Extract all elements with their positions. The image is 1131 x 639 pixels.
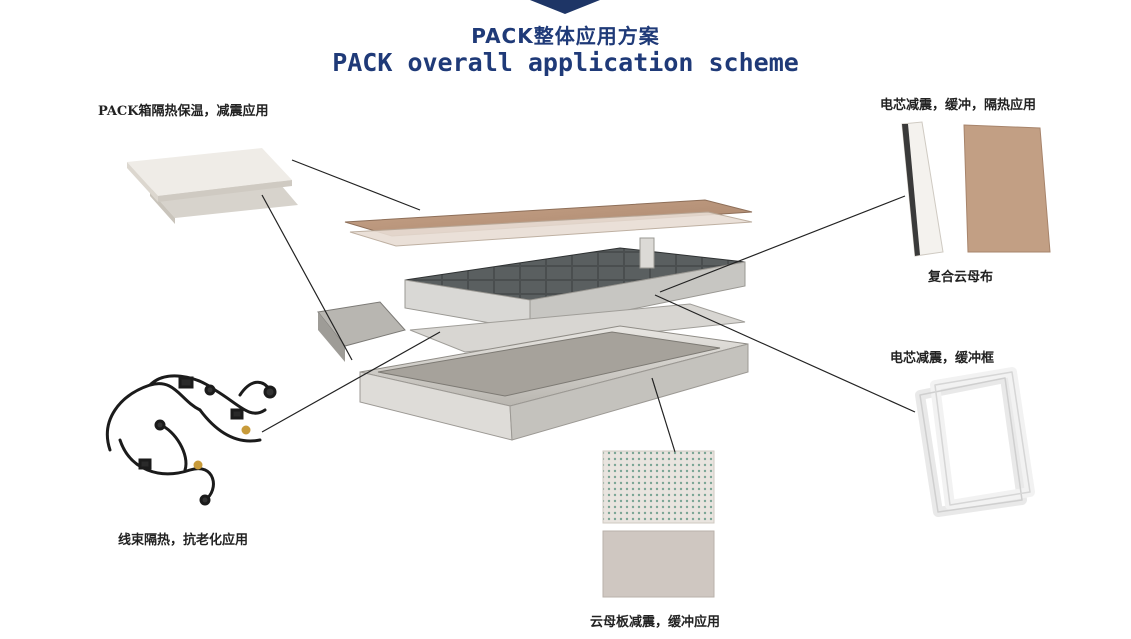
- mica-board-image: [602, 450, 715, 598]
- leader-line-mica-board: [651, 377, 676, 453]
- leader-line-board-to-pack: [261, 194, 353, 361]
- insulation-board-image: [127, 148, 298, 224]
- callout-composite-mica-cloth: 复合云母布: [928, 270, 994, 285]
- cell-frame-image: [915, 367, 1035, 517]
- leader-line-cell-frame: [654, 294, 916, 413]
- leader-line-pack-box: [291, 159, 421, 211]
- leader-line-harness: [261, 331, 441, 433]
- battery-pack-exploded-view: [317, 199, 753, 441]
- composite-mica-cloth-image: [963, 124, 1051, 253]
- callout-mica-board: 云母板减震，缓冲应用: [590, 615, 721, 630]
- callout-harness: 线束隔热，抗老化应用: [118, 533, 249, 548]
- page-title-en: PACK overall application scheme: [332, 48, 799, 77]
- callout-cell-frame: 电芯减震，缓冲框: [890, 351, 995, 366]
- leader-lines: [261, 159, 916, 453]
- callout-pack-box: PACK箱隔热保温，减震应用: [98, 104, 269, 119]
- cell-foam-sheet-image: [901, 121, 944, 257]
- callout-cell-top: 电芯减震，缓冲，隔热应用: [880, 98, 1037, 113]
- wire-harness-image: [105, 374, 277, 506]
- page-title-zh: PACK整体应用方案: [471, 24, 660, 48]
- leader-line-cell-top: [659, 195, 906, 293]
- header-banner-tab: [530, 0, 600, 14]
